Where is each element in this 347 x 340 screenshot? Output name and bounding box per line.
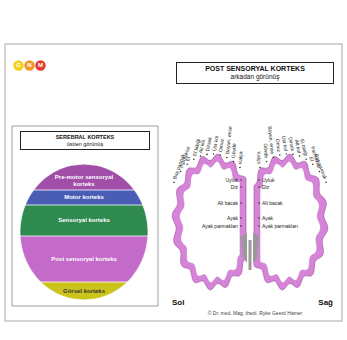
band-label: Sensoryal korteks (58, 217, 110, 224)
body-part-label: Alt bacak (217, 200, 238, 206)
logo-letter: N (27, 62, 31, 69)
marker-dot (240, 186, 242, 188)
copyright-note: © Dr. med. Mag. theol. Ryke Geerd Hamer (208, 310, 303, 316)
marker-dot (312, 163, 314, 165)
heading-text: arkadan görünüş (180, 73, 330, 81)
body-part-label: Alt bacak (262, 200, 283, 206)
marker-dot (239, 167, 241, 169)
body-part-label: Kalça (237, 152, 243, 165)
body-part-label: Ayak (262, 215, 273, 221)
side-label: Sol (172, 298, 184, 307)
marker-dot (200, 155, 202, 157)
marker-dot (240, 179, 242, 181)
ventricle (253, 233, 259, 263)
marker-dot (233, 161, 235, 163)
marker-dot (240, 217, 242, 219)
logo-letter: M (38, 62, 43, 69)
marker-dot (325, 182, 327, 184)
marker-dot (173, 182, 175, 184)
band-label: Pre-motor sensoryal korteks (54, 174, 114, 188)
title-box: POST SENSORYAL KORTEKSarkadan görünüş (176, 62, 334, 84)
cortex-band: Pre-motor sensoryal korteks (20, 164, 148, 190)
logo-circle: M (35, 60, 46, 71)
marker-dot (286, 153, 288, 155)
marker-dot (266, 161, 268, 163)
cortex-band: Sensoryal korteks (20, 205, 148, 236)
white-matter (260, 161, 320, 282)
marker-dot (272, 157, 274, 159)
marker-dot (292, 154, 294, 156)
marker-dot (226, 157, 228, 159)
marker-dot (305, 159, 307, 161)
title-box: SEREBRAL KORTEKSüstten görünüş (20, 131, 150, 150)
white-matter (180, 161, 240, 282)
body-part-label: Diz (262, 184, 269, 190)
ventricle (249, 240, 252, 270)
body-part-label: Ayak parmakları (202, 223, 238, 229)
band-label: Post sensoryal korteks (51, 256, 117, 263)
body-part-label: Ayak (227, 215, 238, 221)
logo-circle: G (13, 60, 24, 71)
band-label: Görsel korteks (63, 288, 105, 295)
marker-dot (299, 155, 301, 157)
logo-letter: G (16, 62, 21, 69)
body-part-label: Uyluk (262, 177, 275, 183)
marker-dot (213, 153, 215, 155)
heading-text: POST SENSORYAL KORTEKS (180, 65, 330, 73)
cortex-band: Görsel korteks (20, 282, 148, 301)
cortex-band: Post sensoryal korteks (20, 236, 148, 282)
marker-dot (258, 202, 260, 204)
heading-text: SEREBRAL KORTEKS (24, 134, 146, 141)
side-label: Sağ (318, 298, 333, 307)
cortex-band: Motor korteks (20, 190, 148, 205)
logo-circle: N (24, 60, 35, 71)
body-part-label: Uyluk (225, 177, 238, 183)
band-label: Motor korteks (64, 194, 104, 201)
marker-dot (206, 154, 208, 156)
body-part-label: Ayak parmakları (262, 223, 298, 229)
marker-dot (279, 154, 281, 156)
body-part-label: Kalça (257, 152, 263, 165)
marker-dot (258, 186, 260, 188)
frame (5, 44, 342, 321)
cortex-outline (172, 154, 246, 290)
marker-dot (219, 154, 221, 156)
marker-dot (258, 179, 260, 181)
cortex-outline (254, 154, 328, 290)
marker-dot (186, 163, 188, 165)
heading-text: üstten görünüş (24, 141, 146, 148)
marker-dot (193, 159, 195, 161)
marker-dot (258, 225, 260, 227)
brain-section (172, 154, 328, 290)
marker-dot (258, 217, 260, 219)
panel-frame (12, 126, 158, 306)
marker-dot (240, 225, 242, 227)
marker-dot (259, 167, 261, 169)
body-part-label: Diz (231, 184, 238, 190)
ventricle (241, 233, 247, 263)
marker-dot (240, 202, 242, 204)
